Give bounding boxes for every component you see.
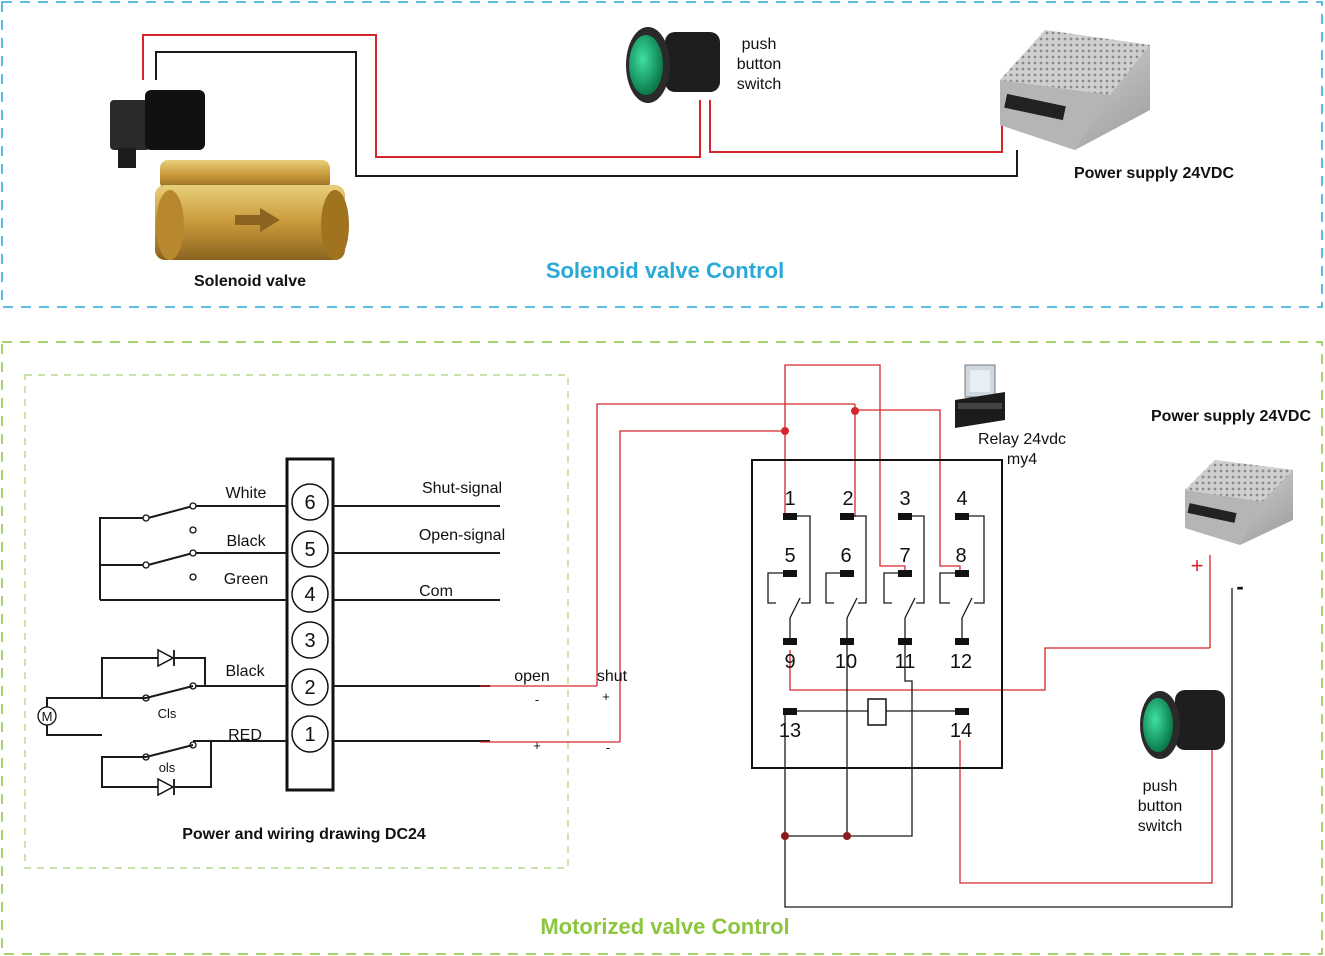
relay-label-2: my4	[1007, 451, 1037, 468]
solenoid-section-title: Solenoid valve Control	[546, 258, 784, 283]
relay-pin-8: 8	[955, 545, 966, 567]
motor-push-label-3: switch	[1138, 818, 1182, 835]
solenoid-valve-image	[110, 90, 349, 260]
com-label: Com	[419, 583, 453, 600]
junction-dot-4	[843, 832, 851, 840]
wire-black-bottom-label: Black	[225, 663, 265, 680]
open-signal-label: Open-signal	[419, 527, 505, 544]
solenoid-section-border	[1, 1, 1323, 308]
motorized-section-border	[1, 341, 1323, 955]
minus-sign: -	[1236, 574, 1243, 599]
motor-push-label-1: push	[1143, 778, 1178, 795]
diode-top	[157, 648, 175, 668]
relay-pin-2: 2	[842, 488, 853, 510]
relay-pin-9: 9	[784, 651, 795, 673]
terminal-4: 4	[304, 584, 315, 606]
solenoid-push-button-image	[626, 27, 720, 103]
switch-contacts	[142, 502, 197, 761]
relay-pin-1: 1	[784, 488, 795, 510]
solenoid-power-supply-label: Power supply 24VDC	[1074, 165, 1234, 182]
motor-push-button-image	[1140, 690, 1225, 759]
diode-bottom	[157, 777, 175, 797]
cls-label: Cls	[158, 706, 177, 721]
solenoid-black-wire	[155, 51, 1018, 177]
relay-internal-switches	[767, 515, 985, 712]
relay-pin-12: 12	[950, 651, 972, 673]
open-label: open	[514, 668, 550, 685]
relay-pin-6: 6	[840, 545, 851, 567]
motor-limit-circuit	[46, 657, 212, 788]
terminal-1: 1	[304, 724, 315, 746]
solenoid-valve-label: Solenoid valve	[194, 273, 306, 290]
terminal-5: 5	[304, 539, 315, 561]
ols-label: ols	[159, 760, 176, 775]
relay-coil	[867, 698, 887, 726]
terminal-3: 3	[304, 630, 315, 652]
shut-label: shut	[597, 668, 628, 685]
junction-dot-1	[781, 427, 789, 435]
motorized-section-title: Motorized valve Control	[540, 914, 789, 939]
motor-power-supply-label: Power supply 24VDC	[1151, 408, 1311, 425]
relay-contact-pads	[783, 513, 969, 715]
solenoid-red-wire-b	[709, 100, 1003, 153]
solenoid-push-label-3: switch	[737, 76, 781, 93]
signal-lines	[333, 505, 500, 742]
relay-pin-3: 3	[899, 488, 910, 510]
relay-pin-13: 13	[779, 720, 801, 742]
solenoid-push-label-2: button	[737, 56, 781, 73]
solenoid-push-label-1: push	[742, 36, 777, 53]
terminal-circles	[291, 483, 329, 753]
motor-symbol	[37, 706, 57, 726]
motor-power-supply-image	[1185, 460, 1293, 545]
relay-label-1: Relay 24vdc	[978, 431, 1066, 448]
motor-label: M	[42, 709, 53, 724]
relay-pin-5: 5	[784, 545, 795, 567]
wire-white-label: White	[226, 485, 267, 502]
relay-red-wires	[784, 364, 1213, 884]
plus-sign: +	[1191, 553, 1204, 578]
relay-image	[955, 364, 1005, 428]
wire-black-top-label: Black	[226, 533, 266, 550]
relay-pin-4: 4	[956, 488, 967, 510]
open-polarity-bottom: +	[533, 738, 541, 753]
terminal-6: 6	[304, 492, 315, 514]
solenoid-red-wire-a	[142, 34, 701, 158]
wire-red-label: RED	[228, 727, 262, 744]
relay-pin-14: 14	[950, 720, 972, 742]
terminal-2: 2	[304, 677, 315, 699]
shut-polarity-bottom: -	[606, 740, 610, 755]
wiring-drawing-border	[24, 374, 569, 869]
relay-pin-7: 7	[899, 545, 910, 567]
shut-polarity-top: +	[602, 689, 610, 704]
junction-dot-2	[851, 407, 859, 415]
control-red-wires	[480, 403, 855, 743]
shut-signal-label: Shut-signal	[422, 480, 502, 497]
wire-green-label: Green	[224, 571, 268, 588]
relay-outline-dashes	[752, 459, 1002, 769]
relay-pin-10: 10	[835, 651, 857, 673]
junction-dot-3	[781, 832, 789, 840]
wiring-drawing-title: Power and wiring drawing DC24	[182, 826, 426, 843]
motor-push-label-2: button	[1138, 798, 1182, 815]
solenoid-power-supply-image	[1000, 30, 1150, 150]
open-polarity-top: -	[535, 692, 539, 707]
